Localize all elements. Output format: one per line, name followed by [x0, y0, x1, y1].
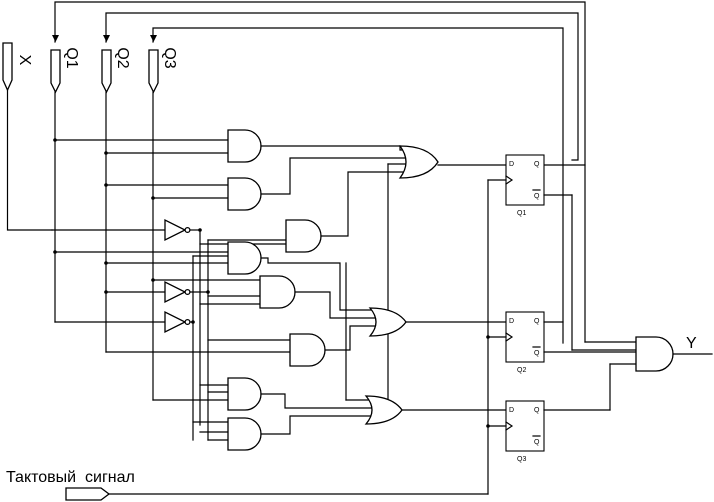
inverter-x — [164, 218, 191, 242]
input-label-x: X — [16, 55, 33, 66]
feedback-arrows — [52, 35, 157, 42]
input-connector-q3: Q3 — [148, 47, 178, 94]
or-gate-2 — [368, 307, 407, 337]
and-gate-2 — [227, 177, 262, 211]
ff1-nq-pin: Q — [534, 193, 540, 200]
input-bus-wires — [6, 89, 154, 401]
ff3-q-pin: Q — [534, 407, 540, 414]
junction-dots — [53, 138, 490, 428]
ff2-label: Q2 — [517, 367, 526, 374]
input-connector-q2: Q2 — [101, 47, 131, 94]
input-label-clock: Тактовый сигнал — [6, 469, 135, 486]
and-gate-3 — [285, 219, 322, 253]
flipflop-q1: D Q Q Q1 — [505, 154, 545, 217]
input-label-q3: Q3 — [161, 47, 178, 68]
ff1-q-pin: Q — [534, 161, 540, 168]
inverter-q2 — [164, 280, 191, 304]
and-gate-8 — [227, 417, 262, 451]
and-gate-7 — [227, 377, 262, 411]
and-gate-1 — [227, 129, 262, 163]
input-label-q2: Q2 — [114, 47, 131, 68]
inverted-signal-buses — [189, 229, 291, 441]
output-label-y: Y — [686, 335, 697, 352]
ff2-q-pin: Q — [534, 318, 540, 325]
inverter-q1 — [164, 310, 191, 334]
input-connector-x: X — [2, 42, 33, 92]
and-gate-5 — [259, 275, 296, 309]
flipflop-q3: D Q Q Q3 — [505, 400, 545, 463]
ff3-nq-pin: Q — [534, 439, 540, 446]
and-gate-6 — [289, 333, 326, 367]
horizontal-input-lines — [51, 139, 291, 401]
ff1-label: Q1 — [517, 210, 526, 217]
ff1-d-pin: D — [509, 161, 514, 168]
or-gate-1 — [398, 145, 439, 179]
ff3-d-pin: D — [509, 407, 514, 414]
input-connector-q1: Q1 — [50, 47, 80, 94]
ff3-label: Q3 — [517, 456, 526, 463]
flipflop-q2: D Q Q Q2 — [505, 311, 545, 374]
feedback-wires — [54, 1, 586, 344]
input-connector-clock: Тактовый сигнал — [6, 469, 135, 501]
and-gate-4 — [227, 241, 262, 275]
or-gate-3 — [364, 395, 403, 425]
ff2-d-pin: D — [509, 318, 514, 325]
input-label-q1: Q1 — [63, 47, 80, 68]
output-and-gate: Y — [635, 335, 713, 372]
ff2-nq-pin: Q — [534, 350, 540, 357]
or-to-flipflop-wires — [401, 164, 507, 411]
flipflop-output-wires — [543, 164, 637, 411]
